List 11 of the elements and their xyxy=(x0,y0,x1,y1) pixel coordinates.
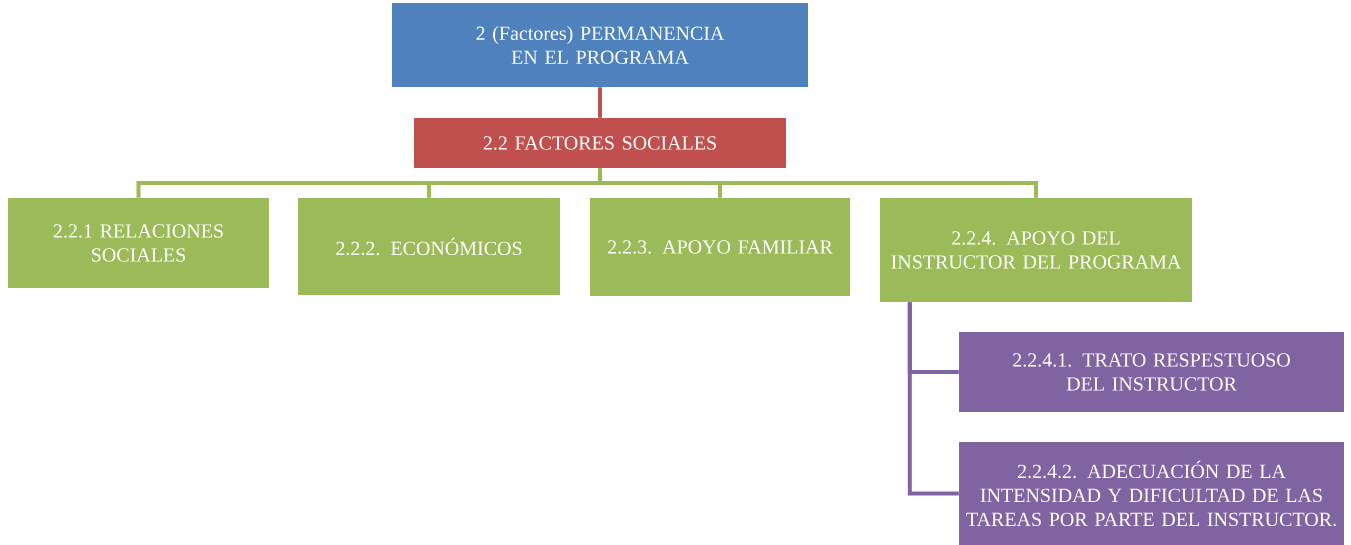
sub-item-box: 2.2.4.1. TRATO RESPESTUOSO DEL INSTRUCTOR xyxy=(959,332,1344,412)
connector-line xyxy=(598,168,1038,198)
item-box: 2.2.4. APOYO DEL INSTRUCTOR DEL PROGRAMA xyxy=(880,198,1192,302)
root-box: 2 (Factores) PERMANENCIA EN EL PROGRAMA xyxy=(392,3,808,87)
connector-line xyxy=(598,87,602,118)
connector-line xyxy=(907,302,959,496)
category-box: 2.2 FACTORES SOCIALES xyxy=(414,118,786,168)
sub-item-box: 2.2.4.2. ADECUACIÓN DE LA INTENSIDAD Y DIFICULTAD DE LAS TAREAS POR PARTE DEL INSTRUCTOR. xyxy=(959,442,1344,545)
item-box: 2.2.1 RELACIONES SOCIALES xyxy=(8,198,269,288)
item-box: 2.2.2. ECONÓMICOS xyxy=(298,198,560,295)
item-box: 2.2.3. APOYO FAMILIAR xyxy=(590,198,850,296)
